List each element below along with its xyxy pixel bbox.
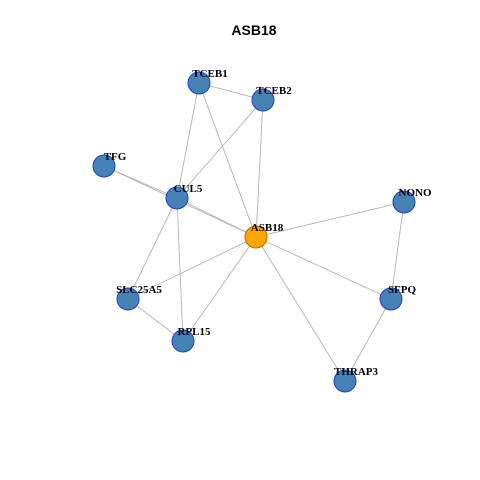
node-circle-asb18 (244, 225, 268, 249)
node-asb18: ASB18 (244, 222, 284, 249)
node-circle-nono (392, 190, 416, 214)
node-circle-tfg (92, 154, 116, 178)
node-slc25a5: SLC25A5 (116, 284, 162, 311)
edge-tceb1-cul5 (176, 82, 200, 199)
node-nono: NONO (392, 187, 432, 214)
edge-tceb2-cul5 (176, 99, 264, 199)
node-label-asb18: ASB18 (251, 222, 284, 234)
edge-asb18-sfpq (255, 236, 392, 300)
edges-layer (103, 82, 405, 382)
edge-sfpq-thrap3 (344, 298, 392, 382)
edge-cul5-slc25a5 (127, 197, 178, 300)
node-circle-cul5 (165, 186, 189, 210)
node-label-rpl15: RPL15 (178, 326, 212, 338)
node-tfg: TFG (92, 151, 127, 178)
node-label-nono: NONO (399, 187, 432, 199)
node-tceb1: TCEB1 (187, 68, 228, 95)
edge-nono-sfpq (390, 201, 405, 300)
node-circle-tceb2 (251, 88, 275, 112)
node-circle-thrap3 (333, 369, 357, 393)
node-label-sfpq: SFPQ (388, 284, 417, 296)
graph-title: ASB18 (231, 22, 276, 38)
node-circle-tceb1 (187, 71, 211, 95)
edge-asb18-thrap3 (255, 236, 346, 382)
node-circle-sfpq (379, 287, 403, 311)
node-rpl15: RPL15 (171, 326, 212, 353)
node-label-tceb1: TCEB1 (192, 68, 227, 80)
node-sfpq: SFPQ (379, 284, 417, 311)
node-label-thrap3: THRAP3 (334, 366, 379, 378)
edge-tceb2-asb18 (255, 99, 264, 238)
edge-cul5-rpl15 (176, 197, 184, 342)
edge-cul5-asb18 (176, 197, 257, 238)
node-circle-rpl15 (171, 329, 195, 353)
edge-asb18-rpl15 (182, 236, 257, 342)
edge-nono-asb18 (255, 201, 405, 238)
node-label-cul5: CUL5 (174, 183, 203, 195)
node-label-tfg: TFG (104, 151, 127, 163)
node-label-tceb2: TCEB2 (256, 85, 292, 97)
edge-asb18-slc25a5 (127, 236, 257, 300)
edge-tceb1-asb18 (198, 82, 257, 238)
edge-slc25a5-rpl15 (127, 298, 184, 342)
node-tceb2: TCEB2 (251, 85, 292, 112)
node-thrap3: THRAP3 (333, 366, 379, 393)
node-circle-slc25a5 (116, 287, 140, 311)
node-cul5: CUL5 (165, 183, 203, 210)
node-label-slc25a5: SLC25A5 (116, 284, 162, 296)
